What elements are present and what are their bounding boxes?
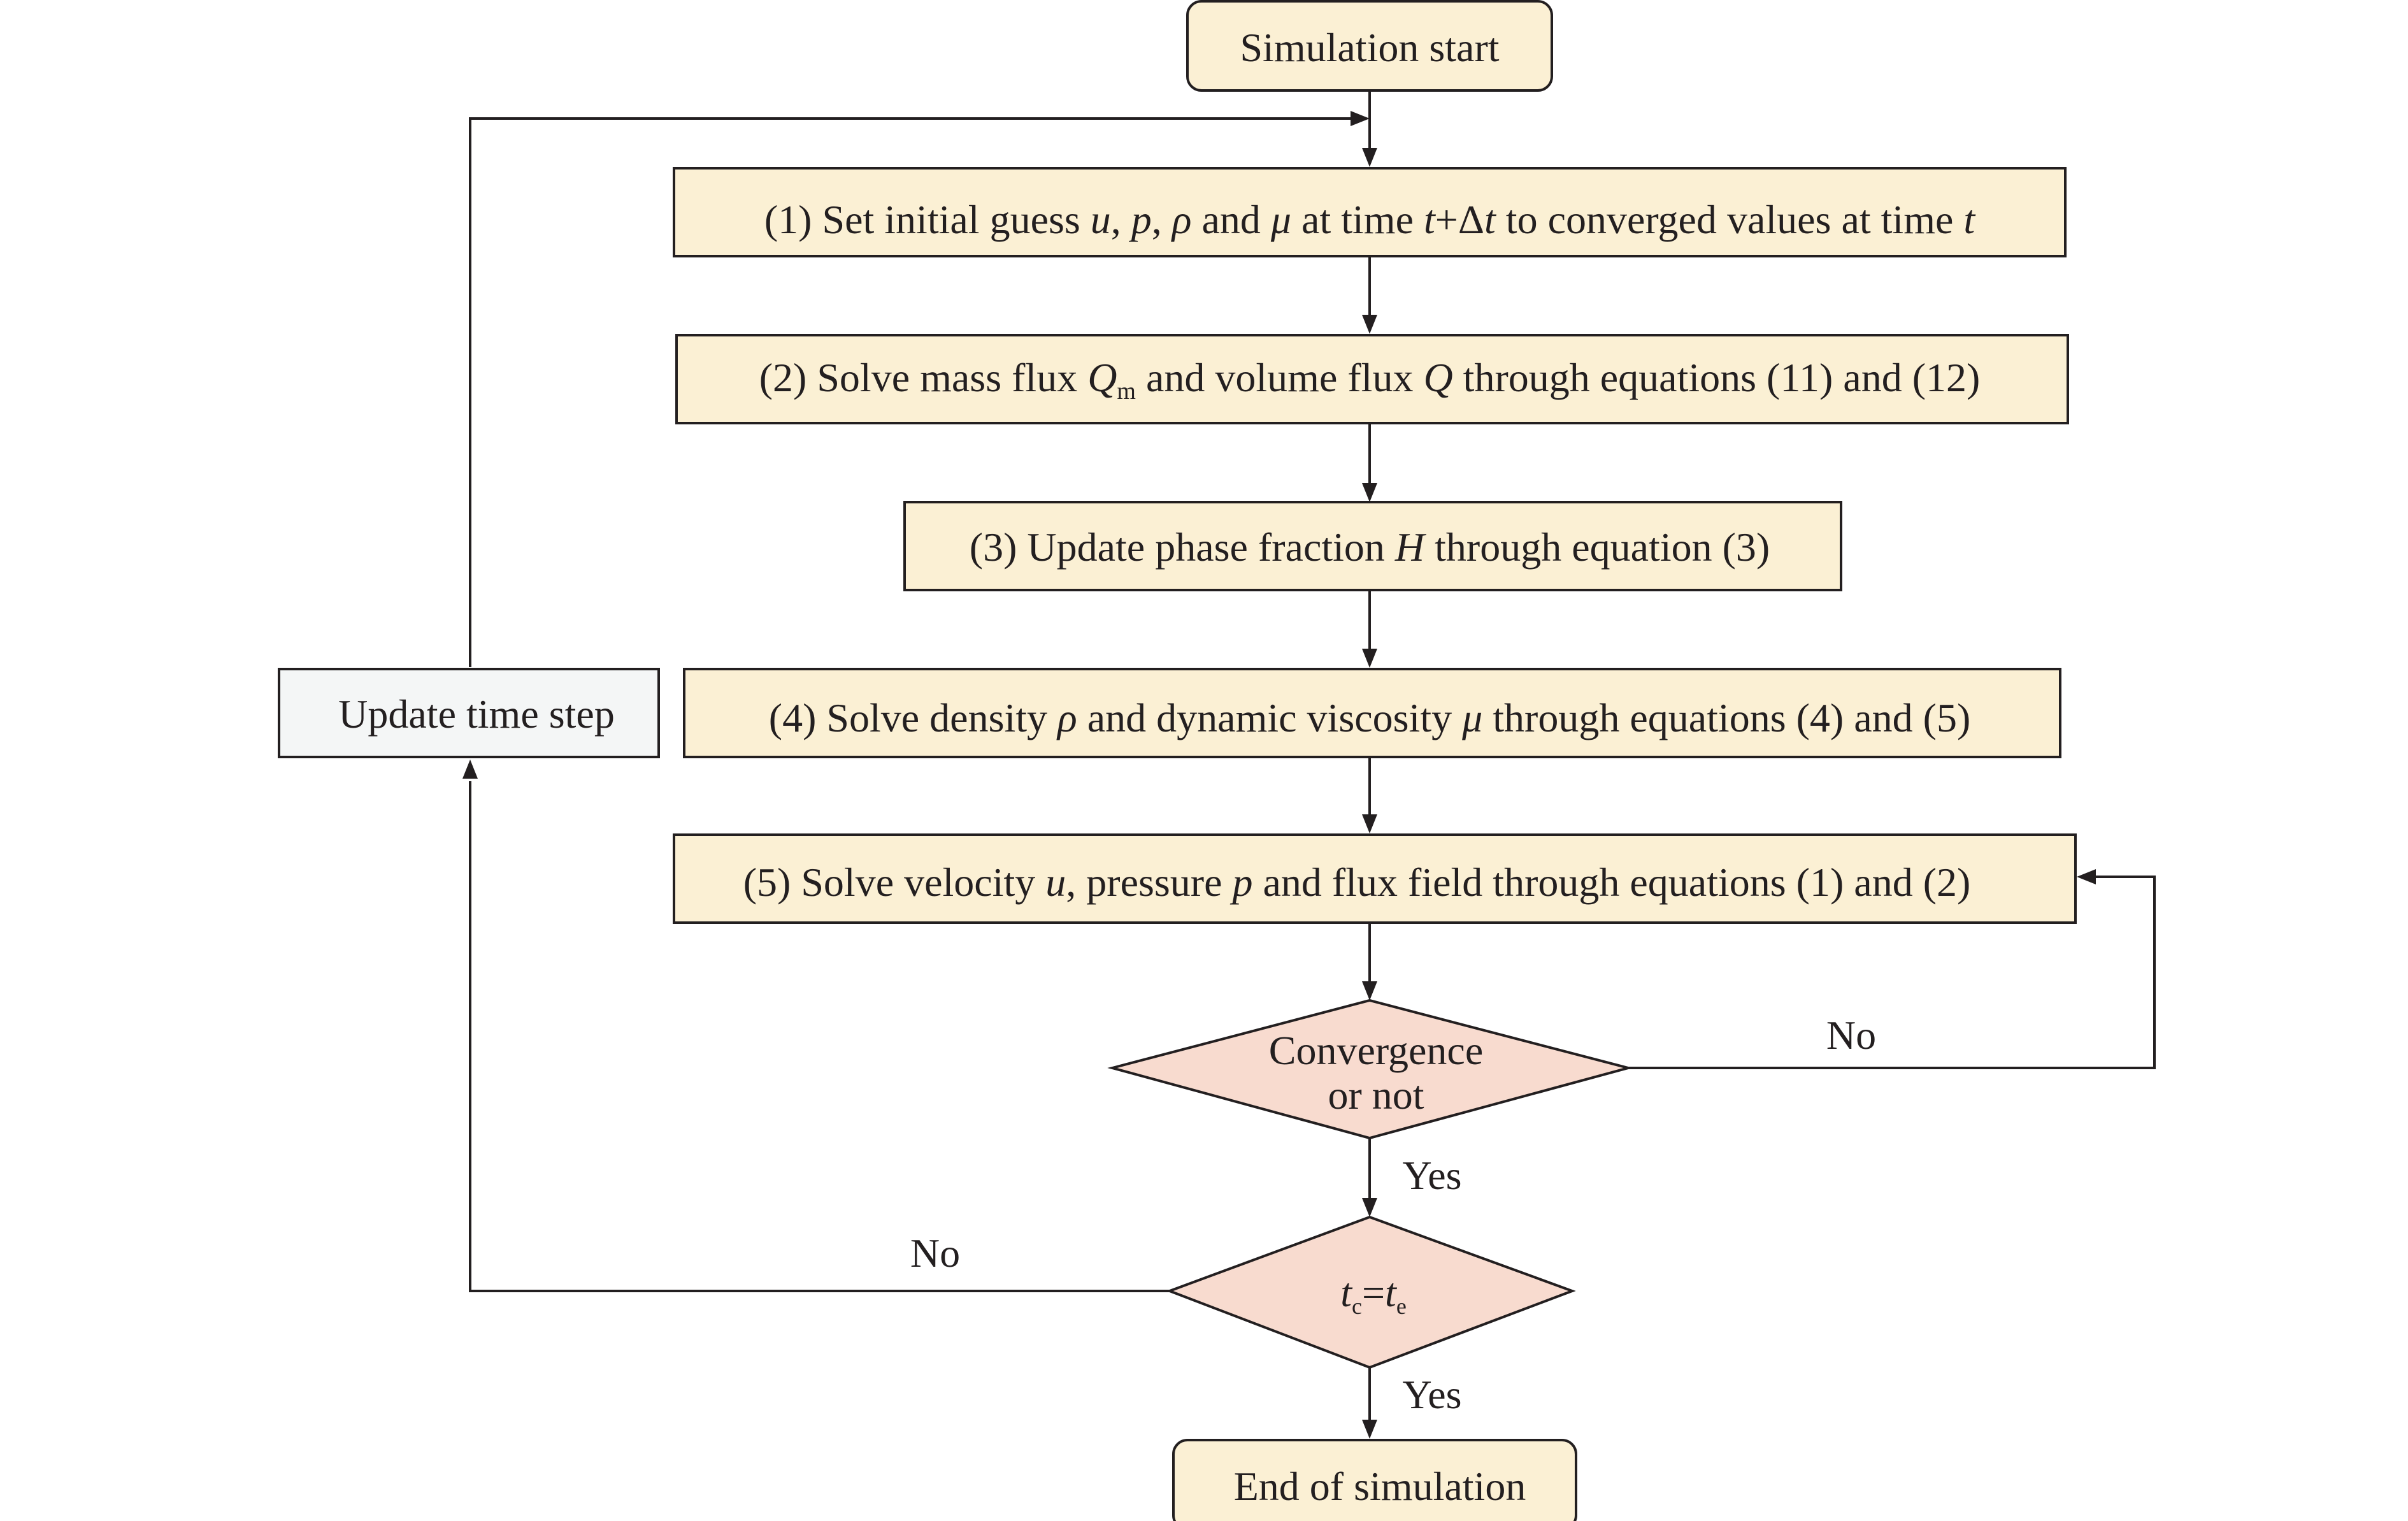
connector-decision1-no	[1628, 876, 2156, 1069]
step5-node: (5) Solve velocity u, pressure p and flu…	[673, 833, 2077, 924]
arrowhead-end	[1362, 1420, 1377, 1439]
edge-label-no-time: No	[910, 1230, 960, 1276]
step1-label: (1) Set initial guess u, p, ρ and μ at t…	[764, 197, 1977, 242]
convergence-decision-line1: Convergence	[1269, 1028, 1483, 1073]
end-node: End of simulation	[1172, 1439, 1577, 1521]
edge-label-yes-time: Yes	[1402, 1372, 1461, 1417]
update-time-step-node: Update time step	[278, 668, 660, 758]
step4-node: (4) Solve density ρ and dynamic viscosit…	[683, 668, 2061, 758]
convergence-decision: Convergence or not	[1107, 998, 1633, 1140]
time-decision: tc=te	[1166, 1215, 1576, 1369]
convergence-decision-line2: or not	[1328, 1072, 1424, 1118]
time-decision-label: tc=te	[1340, 1270, 1407, 1319]
edge-label-yes-convergence: Yes	[1402, 1153, 1461, 1198]
arrowhead-update	[462, 760, 478, 779]
step3-label: (3) Update phase fraction H through equa…	[970, 524, 1770, 570]
start-label: Simulation start	[1240, 25, 1499, 70]
connector-update-to-top	[469, 117, 1351, 667]
step3-node: (3) Update phase fraction H through equa…	[903, 501, 1842, 591]
arrowhead-step1	[1362, 148, 1377, 167]
arrowhead-loop-top	[1351, 111, 1370, 126]
step2-node: (2) Solve mass flux Qm and volume flux Q…	[675, 334, 2069, 424]
end-label: End of simulation	[1234, 1464, 1526, 1509]
edge-label-no-convergence: No	[1826, 1013, 1876, 1058]
update-time-step-label: Update time step	[338, 691, 615, 737]
arrowhead-step4	[1362, 649, 1377, 668]
connector-decision2-no	[469, 781, 1170, 1292]
start-node: Simulation start	[1186, 0, 1553, 92]
step5-label: (5) Solve velocity u, pressure p and flu…	[743, 860, 1971, 905]
arrowhead-step2	[1362, 315, 1377, 334]
arrowhead-step3	[1362, 483, 1377, 502]
step2-label: (2) Solve mass flux Qm and volume flux Q…	[759, 355, 1981, 405]
arrowhead-step5	[1362, 814, 1377, 833]
step4-label: (4) Solve density ρ and dynamic viscosit…	[769, 695, 1971, 740]
arrowhead-decision1	[1362, 981, 1377, 1000]
step1-node: (1) Set initial guess u, p, ρ and μ at t…	[673, 167, 2067, 257]
arrowhead-decision2	[1362, 1198, 1377, 1217]
arrowhead-step5-retry	[2077, 869, 2096, 884]
